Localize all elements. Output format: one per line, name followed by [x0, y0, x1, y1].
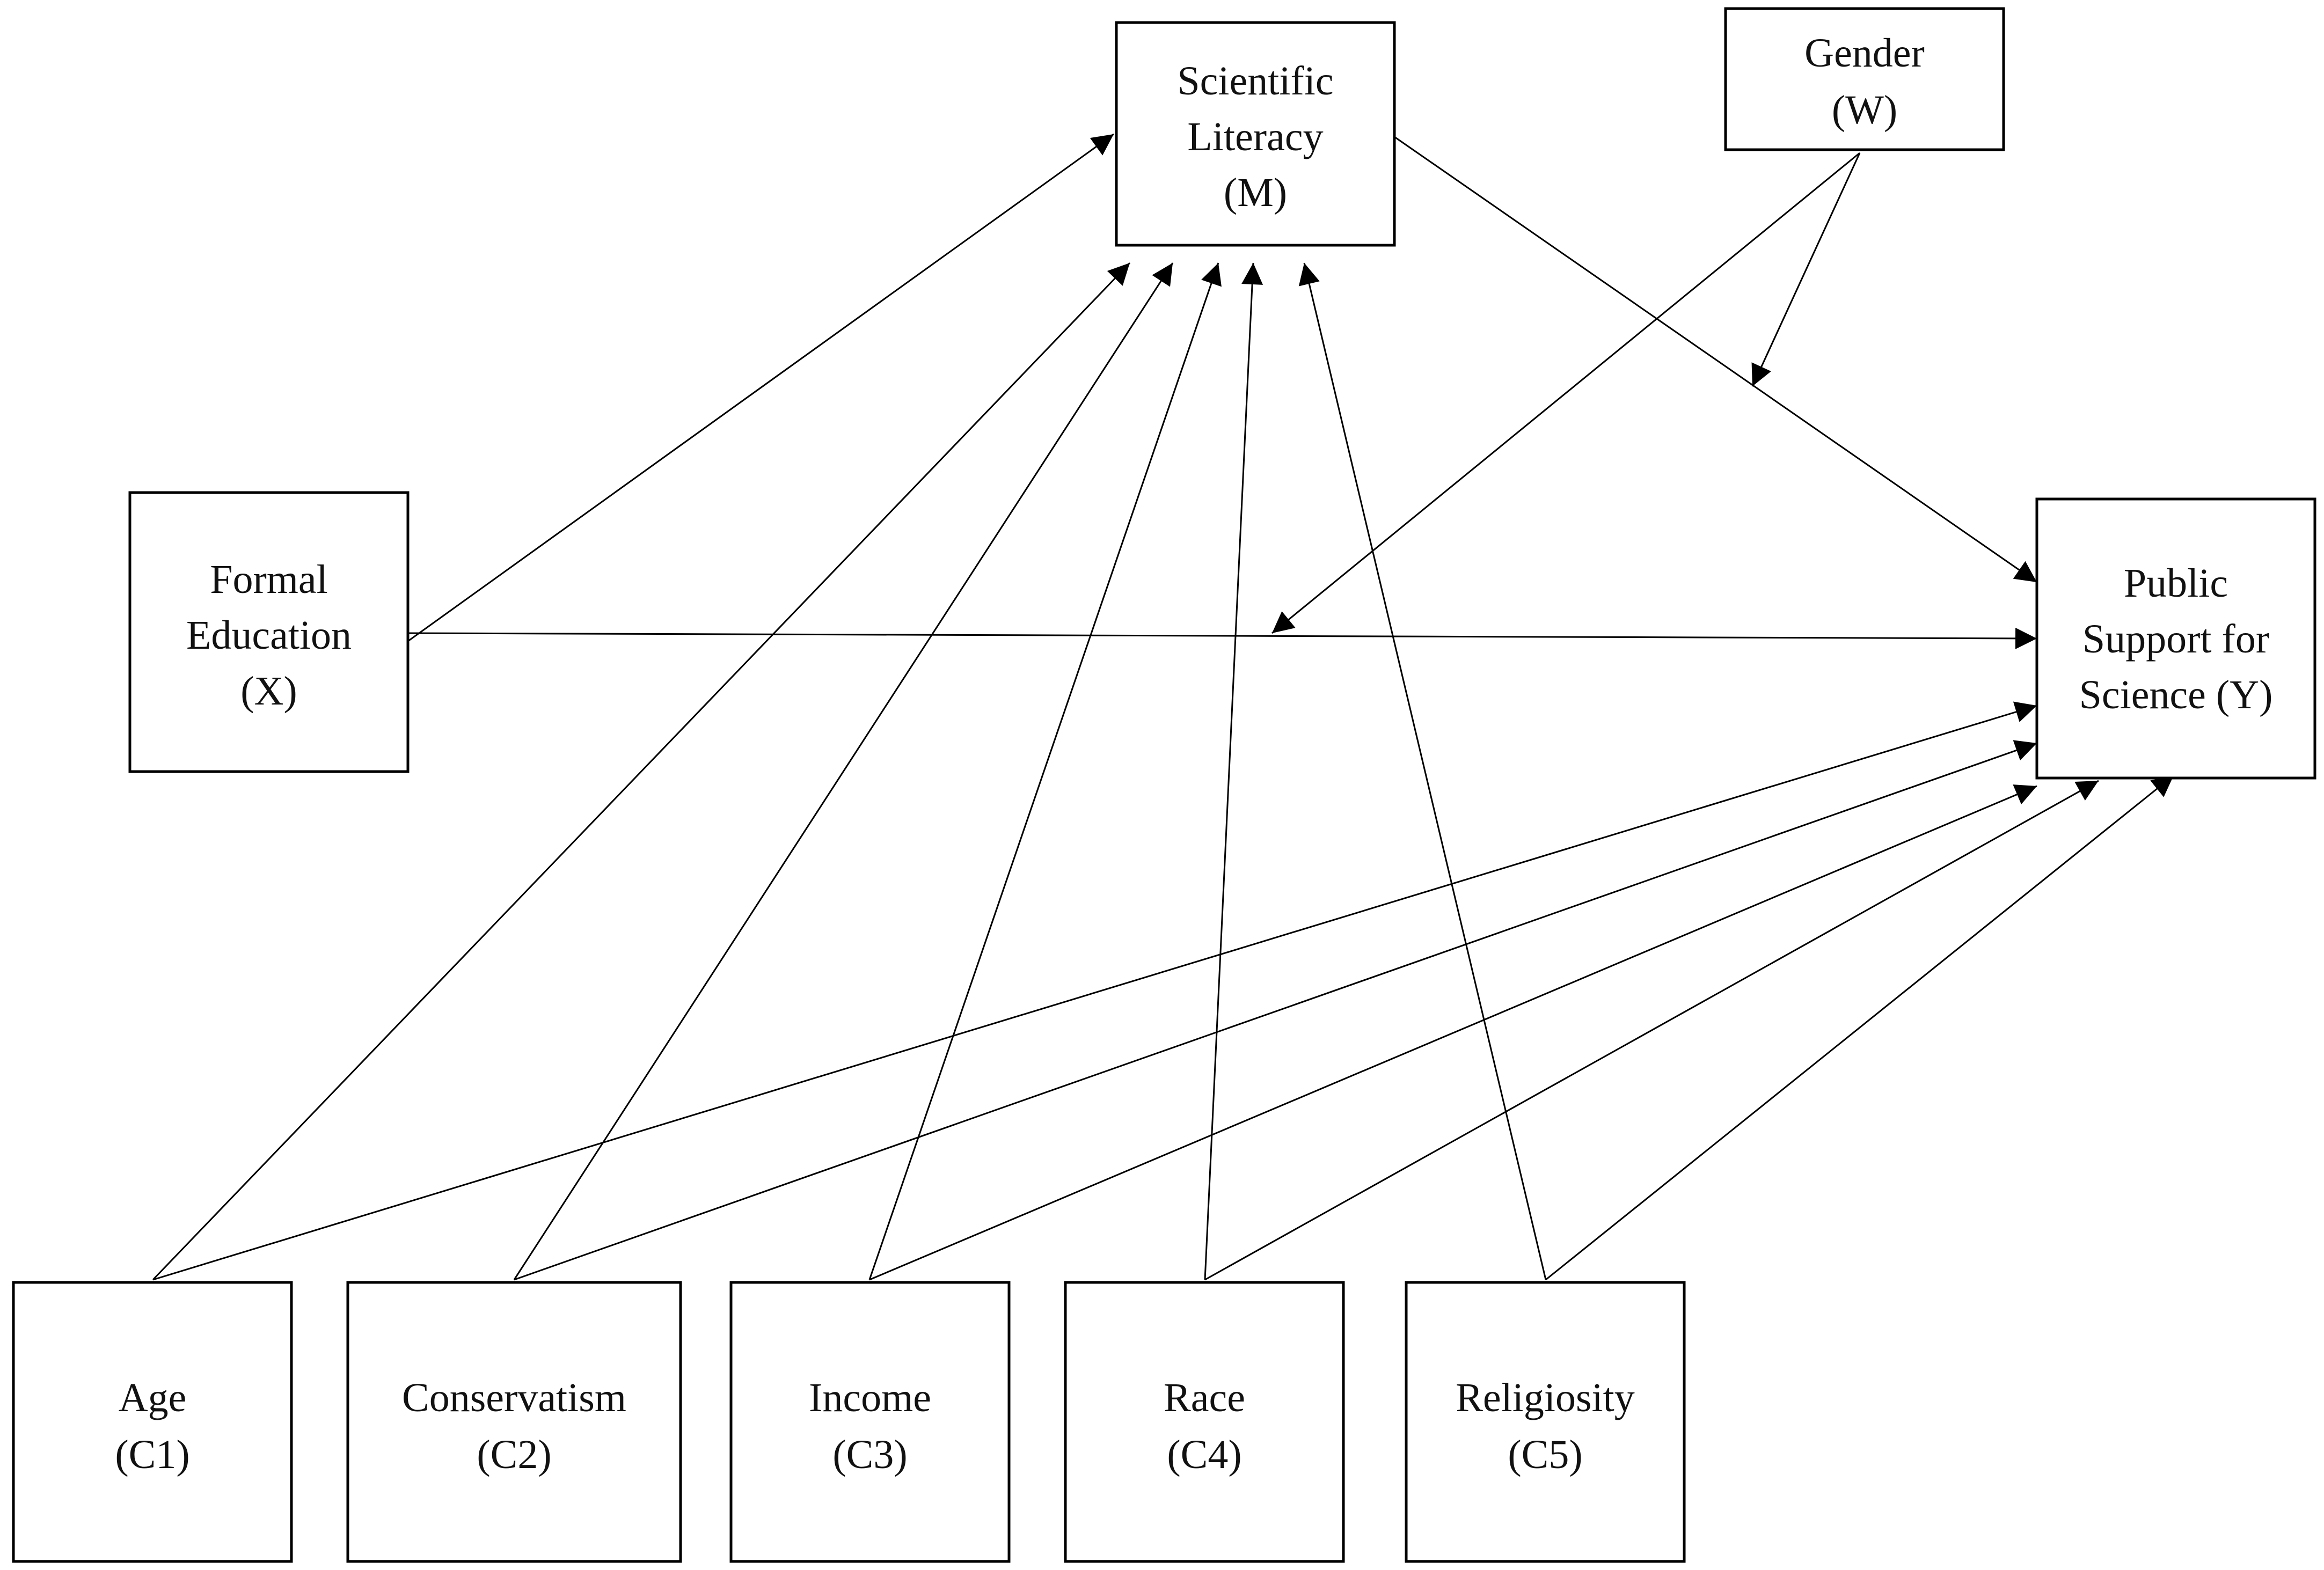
religiosity-line-1: Religiosity — [1456, 1375, 1635, 1420]
path-age-public_support — [152, 701, 2037, 1281]
scientific-literacy-line-1: Scientific — [1177, 58, 1333, 104]
path-scientific_literacy-public_support — [1394, 136, 2037, 583]
path-conservatism-scientific_literacy — [513, 262, 1174, 1280]
age-box: Age (C1) — [12, 1281, 293, 1563]
public-support-line-1: Public — [2124, 561, 2228, 606]
edges — [152, 133, 2174, 1281]
path-age-scientific_literacy — [152, 262, 1131, 1281]
religiosity-box: Religiosity (C5) — [1405, 1281, 1686, 1563]
race-box: Race (C4) — [1064, 1281, 1345, 1563]
public-support-box: Public Support for Science (Y) — [2035, 497, 2316, 780]
moderation-gender-direct-path — [1271, 152, 1860, 634]
race-line-2: (C4) — [1167, 1432, 1241, 1477]
public-support-line-2: Support for — [2082, 617, 2269, 662]
path-race-scientific_literacy — [1204, 262, 1263, 1280]
path-income-scientific_literacy — [868, 262, 1222, 1280]
income-box: Income (C3) — [729, 1281, 1011, 1563]
public-support-line-3: Science (Y) — [2079, 672, 2273, 717]
gender-line-2: (W) — [1832, 87, 1897, 133]
scientific-literacy-box: Scientific Literacy (M) — [1115, 21, 1396, 247]
path-race-public_support — [1204, 780, 2099, 1281]
path-conservatism-public_support — [514, 740, 2037, 1281]
income-line-2: (C3) — [832, 1432, 907, 1477]
age-line-2: (C1) — [115, 1432, 189, 1477]
path-religiosity-public_support — [1545, 774, 2174, 1281]
scientific-literacy-line-2: Literacy — [1187, 114, 1323, 159]
gender-box: Gender (W) — [1724, 7, 2005, 151]
religiosity-line-2: (C5) — [1508, 1432, 1582, 1477]
income-line-1: Income — [809, 1375, 931, 1420]
gender-line-1: Gender — [1804, 31, 1925, 76]
formal-education-line-2: Education — [186, 613, 352, 658]
age-line-1: Age — [119, 1375, 187, 1420]
formal-education-line-1: Formal — [210, 557, 328, 602]
path-religiosity-scientific_literacy — [1298, 262, 1547, 1280]
conservatism-line-1: Conservatism — [402, 1375, 626, 1420]
conservatism-box: Conservatism (C2) — [346, 1281, 682, 1563]
formal-education-box: Formal Education (X) — [128, 491, 410, 773]
path-formal_education-scientific_literacy — [407, 133, 1114, 642]
scientific-literacy-line-3: (M) — [1224, 170, 1287, 215]
conservatism-line-2: (C2) — [477, 1432, 551, 1477]
moderation-gender-sl-path — [1751, 152, 1861, 387]
path-income-public_support — [869, 784, 2037, 1281]
formal-education-line-3: (X) — [240, 669, 297, 714]
path-formal_education-public_support — [407, 627, 2037, 649]
race-line-1: Race — [1164, 1375, 1245, 1420]
